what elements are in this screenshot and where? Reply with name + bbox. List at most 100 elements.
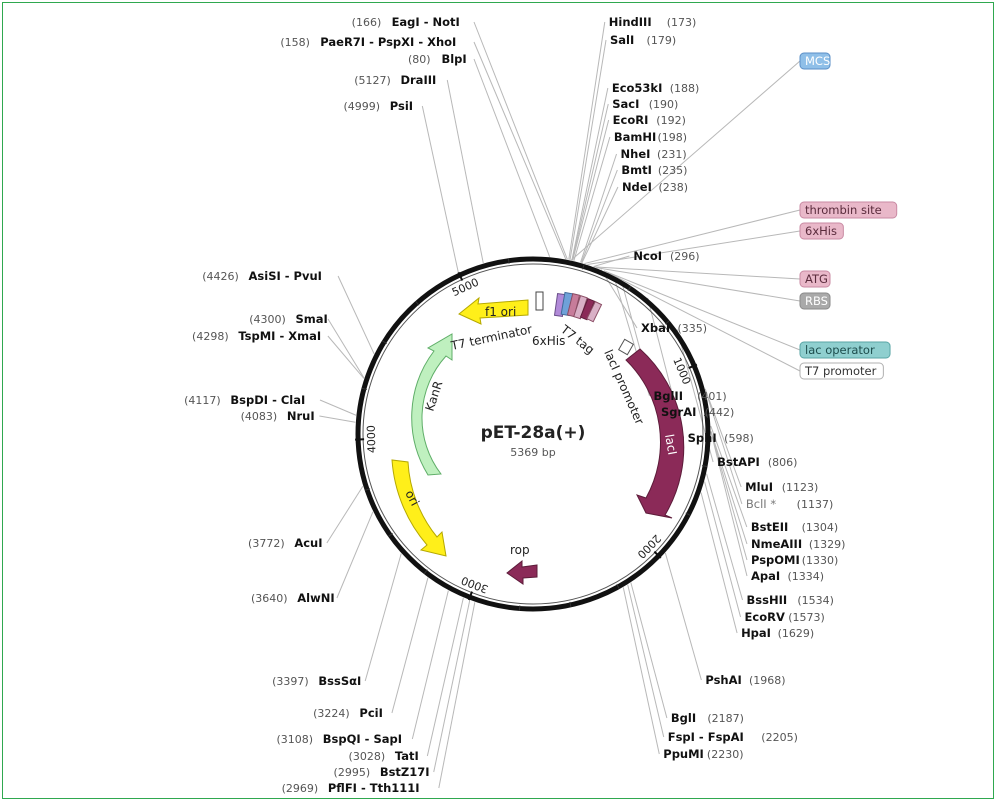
feature-tag[interactable]: 6xHis: [799, 222, 844, 240]
restriction-site[interactable]: MluI(1123): [745, 480, 818, 494]
restriction-site[interactable]: NmeAIII(1329): [751, 537, 845, 551]
site-name: PflFI - Tth111I: [328, 781, 420, 795]
feature-tag-box: [799, 362, 884, 380]
restriction-site[interactable]: (4426)AsiSI - PvuI: [202, 269, 322, 283]
restriction-site[interactable]: XbaI(335): [641, 321, 707, 335]
site-leader-line: [336, 511, 374, 599]
rop-label: rop: [510, 543, 530, 557]
restriction-site[interactable]: (158)PaeR7I - PspXI - XhoI: [280, 35, 456, 49]
restriction-site[interactable]: HindIII(173): [609, 15, 697, 29]
feature-tag[interactable]: MCS: [799, 52, 831, 70]
restriction-site[interactable]: (3640)AlwNI: [251, 591, 335, 605]
plasmid-length: 5369 bp: [510, 446, 555, 459]
minor-tick: [361, 387, 367, 391]
site-name: BglI: [671, 711, 696, 725]
site-leader-line: [319, 399, 357, 416]
plasmid-name: pET-28a(+): [481, 423, 586, 443]
restriction-site[interactable]: (3772)AcuI: [248, 536, 322, 550]
site-position: (5127): [354, 74, 391, 87]
lacI-feature[interactable]: [625, 348, 685, 519]
feature-tag[interactable]: ATG: [799, 270, 831, 288]
restriction-site[interactable]: BglII(401): [653, 389, 726, 403]
restriction-site[interactable]: BclI *(1137): [746, 497, 833, 511]
restriction-site[interactable]: BmtI(235): [621, 163, 687, 177]
site-leader-line: [704, 481, 742, 618]
feature-tag[interactable]: RBS: [799, 292, 831, 310]
restriction-site[interactable]: EcoRV(1573): [745, 610, 825, 624]
site-position: (3224): [313, 707, 350, 720]
restriction-site[interactable]: NcoI(296): [633, 249, 699, 263]
restriction-site[interactable]: BstEII(1304): [751, 520, 838, 534]
kanR-feature[interactable]: [411, 333, 453, 476]
restriction-site[interactable]: (80)BlpI: [408, 52, 467, 66]
tick-label: 4000: [365, 425, 379, 453]
restriction-site[interactable]: (3397)BssSαI: [272, 674, 361, 688]
minor-tick: [627, 286, 632, 291]
site-position: (598): [724, 432, 754, 445]
restriction-site[interactable]: SalI(179): [610, 33, 676, 47]
restriction-site[interactable]: (4083)NruI: [241, 409, 315, 423]
feature-tag[interactable]: T7 promoter: [799, 362, 884, 380]
restriction-site[interactable]: ApaI(1334): [751, 569, 824, 583]
site-name: PaeR7I - PspXI - XhoI: [320, 35, 456, 49]
restriction-site[interactable]: (3108)BspQI - SapI: [277, 732, 403, 746]
t7-terminator-label: T7 terminator: [449, 322, 534, 353]
feature-tag-text: lac operator: [805, 343, 875, 357]
site-leader-line: [319, 415, 356, 423]
restriction-site[interactable]: NheI(231): [621, 147, 687, 161]
site-leader-line: [630, 582, 668, 719]
ori-feature[interactable]: [391, 459, 447, 557]
minor-tick: [365, 488, 371, 491]
site-leader-line: [327, 318, 365, 379]
restriction-site[interactable]: (3224)PciI: [313, 706, 383, 720]
restriction-site[interactable]: BssHII(1534): [747, 593, 834, 607]
restriction-site[interactable]: PshAI(1968): [705, 673, 785, 687]
restriction-site[interactable]: PspOMI(1330): [751, 553, 838, 567]
site-position: (166): [352, 16, 382, 29]
site-position: (3772): [248, 537, 285, 550]
restriction-site[interactable]: (4999)PsiI: [344, 99, 414, 113]
restriction-site[interactable]: NdeI(238): [622, 180, 688, 194]
restriction-site[interactable]: (4300)SmaI: [249, 312, 328, 326]
site-name: BglII: [653, 389, 683, 403]
feature-tag-text: MCS: [805, 54, 830, 68]
restriction-site[interactable]: (4298)TspMI - XmaI: [192, 329, 321, 343]
t7-terminator-box: [535, 291, 544, 311]
site-leader-line: [710, 425, 748, 528]
site-name: HindIII: [609, 15, 652, 29]
restriction-site[interactable]: BamHI(198): [614, 130, 687, 144]
rop-feature[interactable]: [506, 559, 538, 585]
restriction-site[interactable]: (2969)PflFI - Tth111I: [282, 781, 420, 795]
feature-tag[interactable]: lac operator: [799, 341, 891, 359]
feature-tag[interactable]: thrombin site: [799, 201, 898, 219]
restriction-site[interactable]: SgrAI(442): [661, 405, 734, 419]
restriction-site[interactable]: (2995)BstZ17I: [334, 765, 430, 779]
restriction-site[interactable]: (4117)BspDI - ClaI: [184, 393, 305, 407]
restriction-site[interactable]: SacI(190): [612, 97, 678, 111]
tick-mark: [457, 271, 464, 281]
site-name: TspMI - XmaI: [238, 329, 321, 343]
site-leader-line: [627, 584, 665, 738]
restriction-site[interactable]: BstAPI(806): [717, 455, 797, 469]
restriction-site[interactable]: (166)EagI - NotI: [352, 15, 460, 29]
restriction-site[interactable]: SphI(598): [688, 431, 754, 445]
site-leader-line: [710, 431, 748, 545]
restriction-site[interactable]: (5127)DraIII: [354, 73, 436, 87]
site-position: (235): [658, 164, 688, 177]
restriction-site[interactable]: Eco53kI(188): [612, 81, 700, 95]
site-leader-line: [326, 486, 364, 544]
site-position: (806): [768, 456, 798, 469]
restriction-site[interactable]: PpuMI(2230): [663, 747, 743, 761]
restriction-site[interactable]: HpaI(1629): [741, 626, 814, 640]
f1-ori-feature[interactable]: [458, 296, 529, 325]
restriction-site[interactable]: (3028)TatI: [349, 749, 419, 763]
site-position: (4999): [344, 100, 381, 113]
site-position: (190): [649, 98, 679, 111]
site-leader-line: [426, 597, 464, 757]
site-name: TatI: [395, 749, 419, 763]
restriction-site[interactable]: BglI(2187): [671, 711, 744, 725]
site-name: NruI: [287, 409, 315, 423]
restriction-site[interactable]: FspI - FspAI(2205): [668, 730, 798, 744]
feature-tag-text: RBS: [805, 294, 828, 308]
restriction-site[interactable]: EcoRI(192): [613, 113, 686, 127]
